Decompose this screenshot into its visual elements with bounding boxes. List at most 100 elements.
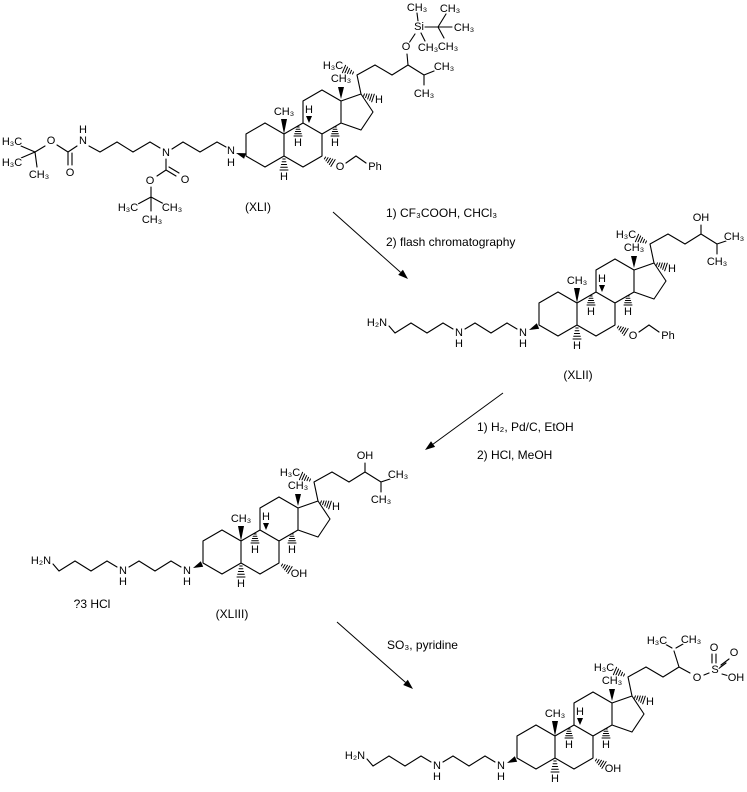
atom-label: H	[587, 306, 595, 318]
atom-label: H	[598, 273, 606, 285]
atom-label: Ph	[661, 330, 674, 342]
atom-label: H₂N	[31, 555, 51, 567]
atom-label: CH₃	[231, 513, 251, 525]
atom-label: OH	[605, 763, 622, 775]
atom-label: H	[551, 773, 559, 785]
arrow-head-icon	[403, 679, 413, 689]
atom-label: N	[227, 145, 235, 157]
atom-label: O	[47, 135, 56, 147]
atom-label: O	[710, 642, 719, 654]
atom-label: CH₃	[142, 214, 162, 226]
atom-label: H	[237, 578, 245, 590]
atom-label: N	[162, 147, 170, 159]
atom-label: H₃C	[2, 157, 22, 169]
atom-label: H	[573, 340, 581, 352]
bond-skeleton	[20, 12, 730, 773]
atom-label: CH₃	[414, 88, 434, 100]
atom-label: N	[497, 760, 505, 772]
atom-label: H	[455, 338, 463, 350]
atom-label: CH₃	[454, 22, 474, 34]
reaction-arrow	[336, 621, 406, 683]
atom-label: H	[288, 544, 296, 556]
atom-label: CH₃	[707, 256, 727, 268]
atom-label: O	[66, 167, 75, 179]
atom-label: CH₃	[440, 3, 460, 15]
atom-label: CH₃	[602, 675, 622, 687]
atom-label: H	[305, 104, 313, 116]
atom-label: OH	[357, 450, 374, 462]
compound-tag: (XLIII)	[216, 607, 249, 621]
atom-label: N	[183, 565, 191, 577]
hash-wedge-bonds	[236, 64, 668, 773]
atom-label: H₃C	[647, 635, 667, 647]
atom-label: H	[294, 137, 302, 149]
salt-label: ?3 HCl	[74, 597, 111, 611]
atom-label: CH₃	[29, 169, 49, 181]
atom-label: CH₃	[624, 242, 644, 254]
compound-tags: (XLI) (XLII) (XLIII) ?3 HCl	[74, 200, 593, 621]
atom-label: CH₃	[331, 73, 351, 85]
condition-line: 2) HCl, MeOH	[477, 448, 552, 462]
atom-label: Si	[414, 21, 424, 33]
atom-label: CH₃	[407, 2, 427, 14]
atom-label: H	[262, 511, 270, 523]
atom-label: H	[519, 338, 527, 350]
atom-label: H	[565, 739, 573, 751]
atom-label: OH	[728, 672, 745, 684]
atom-label: O	[402, 41, 411, 53]
atom-label: H	[576, 706, 584, 718]
atom-label: CH₃	[724, 231, 744, 243]
atom-label: CH₃	[681, 634, 701, 646]
atom-label: H	[497, 771, 505, 783]
reaction-conditions-layer: 1) CF₃COOH, CHCl₃ 2) flash chromatography…	[386, 206, 574, 652]
atom-label: CH₃	[434, 61, 454, 73]
atom-label: CH₃	[288, 480, 308, 492]
compound-tag: (XLI)	[245, 200, 271, 214]
condition-line: 2) flash chromatography	[386, 235, 515, 249]
reaction-arrow	[432, 392, 504, 445]
atom-label: H₃C	[616, 229, 636, 241]
atom-label: H	[331, 137, 339, 149]
atom-label: H₃C	[323, 60, 343, 72]
atom-label: H	[602, 739, 610, 751]
atom-label: H	[227, 157, 235, 169]
atom-label: H	[280, 171, 288, 183]
atom-label: N	[519, 327, 527, 339]
plain-bonds	[20, 12, 730, 770]
atom-label: OH	[693, 212, 710, 224]
atom-label: H	[375, 94, 383, 106]
atom-label: H₃C	[280, 467, 300, 479]
atom-label: H₃C	[2, 136, 22, 148]
reaction-arrow	[332, 211, 401, 273]
atom-label: H₃C	[118, 202, 138, 214]
atom-label: CH₃	[545, 708, 565, 720]
atom-label: CH₃	[418, 42, 438, 54]
atom-label: S	[711, 664, 718, 676]
atom-label: CH₃	[162, 202, 182, 214]
atom-label: O	[181, 174, 190, 186]
atom-label: H	[251, 544, 259, 556]
condition-line: 1) CF₃COOH, CHCl₃	[386, 206, 497, 220]
atom-label: H	[624, 306, 632, 318]
condition-line: 1) H₂, Pd/C, EtOH	[477, 420, 574, 434]
arrow-head-icon	[398, 269, 408, 279]
atom-label: N	[79, 135, 87, 147]
atom-label: O	[629, 330, 638, 342]
atom-label: H	[433, 771, 441, 783]
atom-label: H	[79, 124, 87, 136]
atom-label: O	[693, 672, 702, 684]
atom-label: CH₃	[274, 106, 294, 118]
atom-label: O	[730, 647, 739, 659]
compound-tag: (XLII)	[563, 368, 592, 382]
atom-label: CH₃	[388, 469, 408, 481]
atom-label: O	[336, 161, 345, 173]
atom-label: H₂N	[367, 317, 387, 329]
reaction-arrows	[332, 211, 504, 689]
atom-label: CH₃	[567, 275, 587, 287]
atom-label: Ph	[368, 161, 381, 173]
atom-label: CH₃	[371, 494, 391, 506]
atom-label: H₃C	[594, 662, 614, 674]
